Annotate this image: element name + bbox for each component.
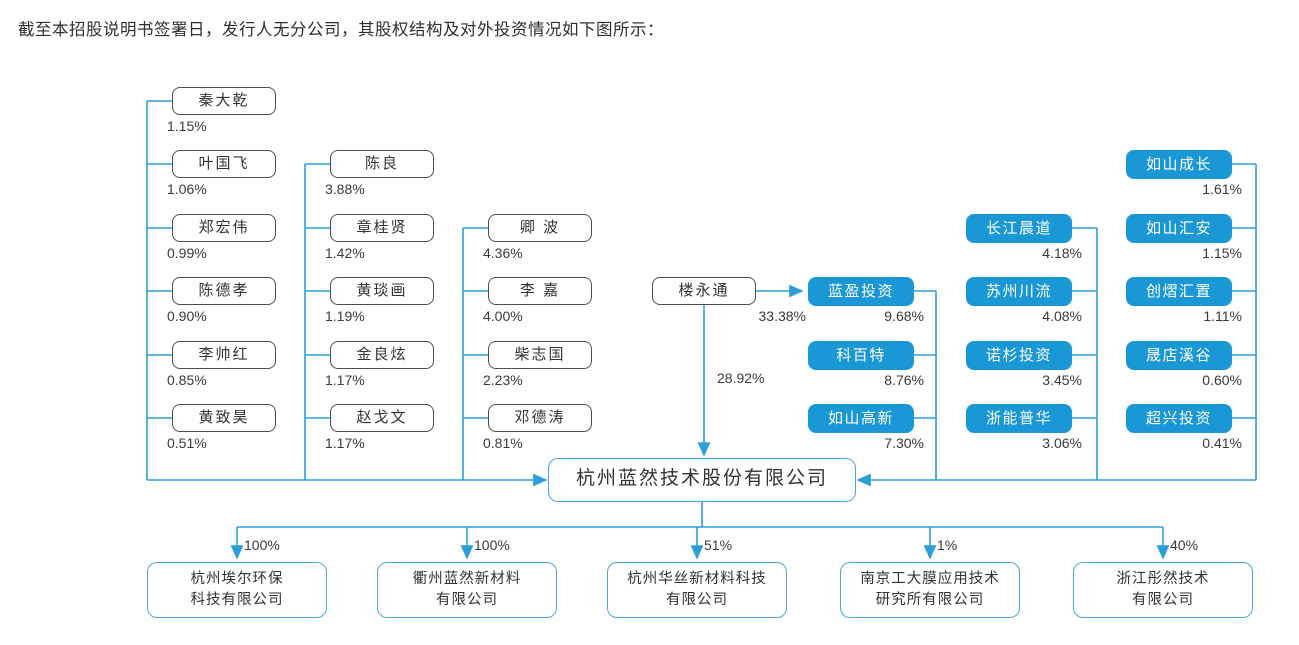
stake-label: 9.68% xyxy=(884,308,924,324)
subsidiary-name-line: 研究所有限公司 xyxy=(875,592,985,608)
subsidiary-name-line: 浙江彤然技术 xyxy=(1116,570,1210,587)
ownership-label: 100% xyxy=(474,537,510,553)
subsidiary-name-line: 科技有限公司 xyxy=(190,592,284,608)
shareholder-box: 秦大乾 xyxy=(172,87,276,115)
subsidiary-name-line: 有限公司 xyxy=(436,592,498,608)
stake-label: 8.76% xyxy=(884,372,924,388)
controller-box: 楼永通 xyxy=(652,277,756,305)
investor-box: 蓝盈投资 xyxy=(808,277,914,306)
stake-label: 1.17% xyxy=(325,372,365,388)
subsidiary-box: 杭州埃尔环保科技有限公司 xyxy=(147,562,327,618)
stake-label: 1.61% xyxy=(1202,181,1242,197)
investor-box: 超兴投资 xyxy=(1126,404,1232,433)
subsidiary-name-line: 有限公司 xyxy=(1132,592,1194,608)
stake-label: 3.06% xyxy=(1042,435,1082,451)
stake-label: 1.17% xyxy=(325,435,365,451)
stake-label: 4.36% xyxy=(483,245,523,261)
shareholder-box: 柴志国 xyxy=(488,341,592,369)
controller-direct-stake-label: 28.92% xyxy=(717,370,765,386)
investor-box: 晟店溪谷 xyxy=(1126,341,1232,370)
investor-box: 科百特 xyxy=(808,341,914,370)
issuer-company-box: 杭州蓝然技术股份有限公司 xyxy=(548,458,856,502)
shareholder-box: 金良炫 xyxy=(330,341,434,369)
shareholder-box: 叶国飞 xyxy=(172,150,276,178)
stake-label: 0.51% xyxy=(167,435,207,451)
shareholder-box: 章桂贤 xyxy=(330,214,434,242)
stake-label: 3.45% xyxy=(1042,372,1082,388)
stake-label: 1.06% xyxy=(167,181,207,197)
subsidiary-name-line: 南京工大膜应用技术 xyxy=(860,570,1000,587)
shareholder-box: 黄致昊 xyxy=(172,404,276,432)
stake-label: 1.15% xyxy=(1202,245,1242,261)
ownership-label: 1% xyxy=(937,537,958,553)
shareholder-box: 邓德涛 xyxy=(488,404,592,432)
subsidiary-box: 南京工大膜应用技术研究所有限公司 xyxy=(840,562,1020,618)
subsidiary-box: 杭州华丝新材料科技有限公司 xyxy=(607,562,787,618)
stake-label: 3.88% xyxy=(325,181,365,197)
investor-box: 诺杉投资 xyxy=(966,341,1072,370)
ownership-label: 40% xyxy=(1170,537,1199,553)
shareholder-box: 陈德孝 xyxy=(172,277,276,305)
stake-label: 0.90% xyxy=(167,308,207,324)
investor-box: 如山成长 xyxy=(1126,150,1232,179)
stake-label: 1.11% xyxy=(1203,308,1242,324)
stake-label: 0.81% xyxy=(483,435,523,451)
stake-label: 0.85% xyxy=(167,372,207,388)
investor-box: 苏州川流 xyxy=(966,277,1072,306)
intro-text: 截至本招股说明书签署日，发行人无分公司，其股权结构及对外投资情况如下图所示： xyxy=(18,21,664,39)
subsidiary-box: 浙江彤然技术有限公司 xyxy=(1073,562,1253,618)
stake-label: 1.15% xyxy=(167,118,207,134)
ownership-label: 51% xyxy=(704,537,733,553)
subsidiary-name-line: 杭州埃尔环保 xyxy=(190,570,284,587)
shareholder-box: 黄琰画 xyxy=(330,277,434,305)
shareholder-box: 李 嘉 xyxy=(488,277,592,305)
subsidiary-name-line: 杭州华丝新材料科技 xyxy=(627,570,767,587)
ownership-label: 100% xyxy=(244,537,280,553)
stake-label: 4.18% xyxy=(1042,245,1082,261)
subsidiary-name-line: 有限公司 xyxy=(666,592,728,608)
investor-box: 长江晨道 xyxy=(966,214,1072,243)
stake-label: 7.30% xyxy=(884,435,924,451)
shareholder-box: 赵戈文 xyxy=(330,404,434,432)
subsidiary-box: 衢州蓝然新材料有限公司 xyxy=(377,562,557,618)
investor-box: 如山汇安 xyxy=(1126,214,1232,243)
stake-label: 0.60% xyxy=(1202,372,1242,388)
investor-box: 浙能普华 xyxy=(966,404,1072,433)
shareholder-box: 李帅红 xyxy=(172,341,276,369)
stake-label: 2.23% xyxy=(483,372,523,388)
stake-label: 0.41% xyxy=(1202,435,1242,451)
subsidiary-name-line: 衢州蓝然新材料 xyxy=(412,570,522,587)
investor-box: 创熠汇置 xyxy=(1126,277,1232,306)
stake-label: 1.19% xyxy=(325,308,365,324)
stake-label: 0.99% xyxy=(167,245,207,261)
stake-label: 1.42% xyxy=(325,245,365,261)
shareholder-box: 陈良 xyxy=(330,150,434,178)
investor-box: 如山高新 xyxy=(808,404,914,433)
shareholder-box: 郑宏伟 xyxy=(172,214,276,242)
controller-lanying-stake-label: 33.38% xyxy=(758,308,806,324)
stake-label: 4.08% xyxy=(1042,308,1082,324)
stake-label: 4.00% xyxy=(483,308,523,324)
shareholder-box: 卿 波 xyxy=(488,214,592,242)
